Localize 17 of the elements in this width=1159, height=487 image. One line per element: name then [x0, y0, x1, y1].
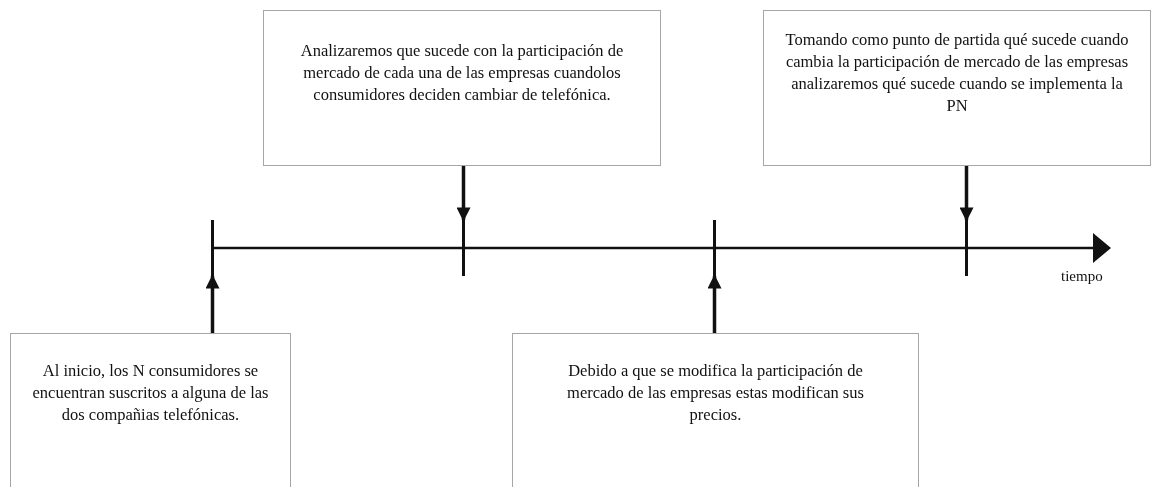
axis-label: tiempo — [1061, 268, 1103, 285]
box-text: Al inicio, los N consumidores se encuentran suscritos a alguna de las dos compañias telefónicas. — [31, 360, 270, 426]
text-box — [512, 333, 919, 487]
box-text: Analizaremos que sucede con la participación de mercado de cada una de las empresas cuandolos consumidores deciden cambiar de telefónica. — [299, 40, 625, 106]
tick-mark — [965, 220, 968, 276]
box-text: Tomando como punto de partida qué sucede cuando cambia la participación de mercado de las empresas analizaremos qué sucede cuando se implementa la PN — [784, 29, 1130, 117]
arrow — [707, 274, 722, 333]
tick-mark — [211, 220, 214, 276]
box-text: Debido a que se modifica la participación de mercado de las empresas estas modifican sus precios. — [566, 360, 865, 426]
arrow — [205, 274, 220, 333]
text-box — [10, 333, 291, 487]
tick-mark — [713, 220, 716, 276]
tick-mark — [462, 220, 465, 276]
text-box — [763, 10, 1151, 166]
arrow — [456, 166, 471, 222]
arrow — [959, 166, 974, 222]
text-box — [263, 10, 661, 166]
